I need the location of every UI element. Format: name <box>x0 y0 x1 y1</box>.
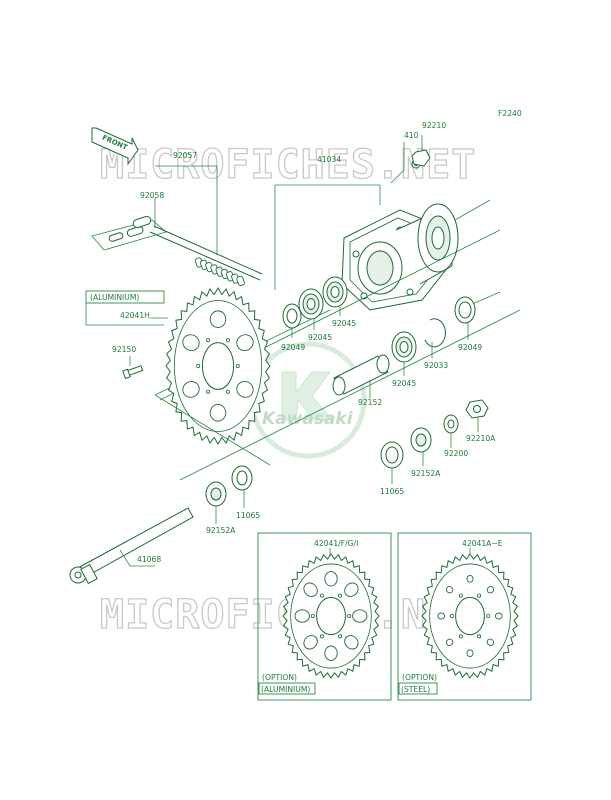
label-92057: 92057 <box>173 151 197 160</box>
label-11065-left: 11065 <box>236 511 260 520</box>
diagram-code: F2240 <box>498 109 522 118</box>
label-92033: 92033 <box>424 361 448 370</box>
option2-material-box <box>398 682 438 695</box>
bearing-92045-b <box>322 276 348 308</box>
label-92045-c: 92045 <box>392 379 416 388</box>
label-92200: 92200 <box>444 449 468 458</box>
option-box-aluminium <box>257 532 392 701</box>
label-option1-material: (ALUMINIUM) <box>261 685 310 694</box>
label-option2-part: 42041A~E <box>462 539 503 548</box>
label-option1-option: (OPTION) <box>262 673 297 682</box>
label-92152A-left: 92152A <box>206 526 236 535</box>
axle-41068 <box>69 507 194 585</box>
label-option1-part: 42041/F/G/I <box>314 539 358 548</box>
label-92049-right: 92049 <box>458 343 482 352</box>
bearing-92045-c <box>391 331 417 363</box>
label-41034: 41034 <box>317 155 341 164</box>
aluminium-tag-box <box>85 290 165 304</box>
label-92058: 92058 <box>140 191 164 200</box>
seal-11065-left <box>231 465 253 491</box>
kawasaki-logo: Kawasaki <box>249 341 367 459</box>
label-92210A: 92210A <box>466 434 496 443</box>
chain-joint-parts <box>91 215 167 251</box>
bearing-92045-a <box>298 288 324 320</box>
label-option2-material: (STEEL) <box>401 685 430 694</box>
seal-11065-right <box>380 441 404 469</box>
option-sprocket-aluminium <box>282 553 380 679</box>
logo-text: Kawasaki <box>262 409 354 429</box>
option-sprocket-steel <box>421 553 519 679</box>
collar-92152A-left <box>205 481 227 507</box>
rear-hub <box>341 203 459 311</box>
spacer-92152 <box>332 354 390 396</box>
label-42041H: 42041H <box>120 311 150 320</box>
bolt-92150 <box>122 365 144 380</box>
seal-92049-right <box>454 296 476 324</box>
label-92045-b: 92045 <box>332 319 356 328</box>
option1-material-box <box>258 682 316 695</box>
label-410: 410 <box>404 131 419 140</box>
label-92150: 92150 <box>112 345 136 354</box>
collar-92152A-right <box>410 427 432 453</box>
label-92210: 92210 <box>422 121 446 130</box>
drive-chain <box>149 225 263 287</box>
label-92049-left: 92049 <box>281 343 305 352</box>
label-92045-a: 92045 <box>308 333 332 342</box>
label-11065-right: 11065 <box>380 487 404 496</box>
label-aluminium-tag: (ALUMINIUM) <box>90 293 139 302</box>
option-box-steel <box>397 532 532 701</box>
seal-92049-left <box>282 303 302 329</box>
label-41068: 41068 <box>137 555 161 564</box>
label-92152A-right: 92152A <box>411 469 441 478</box>
label-option2-option: (OPTION) <box>402 673 437 682</box>
label-92152: 92152 <box>358 398 382 407</box>
circlip-92033 <box>424 318 446 348</box>
rear-sprocket-42041H <box>165 287 271 445</box>
